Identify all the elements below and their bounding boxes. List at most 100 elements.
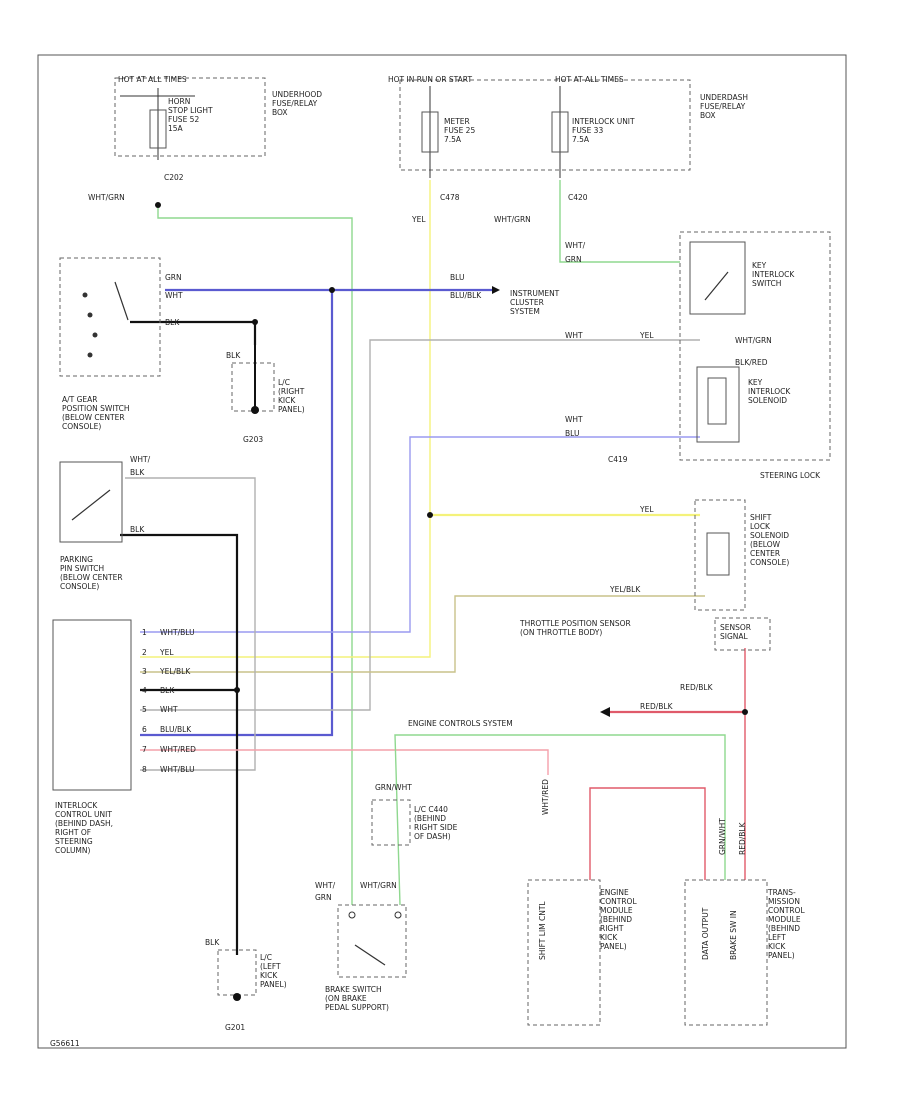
junction-dot	[329, 287, 335, 293]
ecm-pin-label: SHIFT LIM CNTL	[538, 901, 547, 960]
wire-green-engine-controls	[394, 734, 726, 906]
engine-controls-label: ENGINE CONTROLS SYSTEM	[408, 719, 513, 728]
arrow-red-icon	[600, 707, 610, 717]
pin-wire-label: BLU/BLK	[160, 725, 192, 734]
fuse-52-icon	[149, 109, 167, 149]
yel-blk-shift-label: YEL/BLK	[609, 585, 641, 594]
wire-pink-wht-red	[140, 749, 549, 775]
pin-number: 2	[142, 648, 147, 657]
pin-number: 6	[142, 725, 147, 734]
pin-number: 1	[142, 628, 147, 637]
ground-icon	[233, 993, 241, 1001]
steering-lock-label: STEERING LOCK	[760, 471, 821, 480]
c420-label: C420	[568, 193, 588, 202]
wire-green-key	[559, 180, 680, 263]
wire-wht-1-label: WHT/	[565, 241, 586, 250]
key-interlock-solenoid-icon	[696, 366, 740, 443]
wire-olive-yelblk	[140, 595, 705, 673]
blk-left-label: BLK	[205, 938, 220, 947]
fuse-25-icon	[421, 111, 439, 153]
junction-dot	[234, 687, 240, 693]
junction-dot	[427, 512, 433, 518]
fuse-33-icon	[551, 111, 569, 153]
wire-red-data-output	[589, 787, 706, 880]
wht-grn-label-2: WHT/GRN	[494, 215, 531, 224]
g201-label: G201	[225, 1023, 245, 1032]
wire-yellow-meter	[140, 180, 431, 658]
arrow-instrument-icon	[492, 286, 500, 294]
blk-red-label: BLK/RED	[735, 358, 768, 367]
red-blk-arrow-label: RED/BLK	[640, 702, 674, 711]
pin-wire-label: YEL	[159, 648, 174, 657]
pin-number: 8	[142, 765, 147, 774]
junction-dot	[252, 319, 258, 325]
wire-blue-interlock-6	[140, 290, 334, 737]
pin-number: 4	[142, 686, 147, 695]
wire-yel-2-label: YEL	[639, 331, 654, 340]
pin-number: 7	[142, 745, 147, 754]
wire-wht-2-label: WHT	[565, 331, 583, 340]
blk-park-label: BLK	[130, 525, 145, 534]
junction-dot	[742, 709, 748, 715]
c478-label: C478	[440, 193, 460, 202]
wire-gray-wht	[140, 339, 700, 711]
wire-blu-label: BLU	[450, 273, 464, 282]
underhood-fuse-box-2: HOT IN RUN OR START HOT AT ALL TIMES MET…	[388, 75, 748, 178]
wht-grn-key-label: WHT/GRN	[735, 336, 772, 345]
tcm-pin-label-1: DATA OUTPUT	[701, 907, 710, 960]
c202-label: C202	[164, 173, 184, 182]
red-blk-label: RED/BLK	[680, 683, 714, 692]
wire-grn-1-label: GRN	[565, 255, 582, 264]
wire-wht-3-label: WHT	[565, 415, 583, 424]
pin-wire-label: WHT/BLU	[160, 628, 195, 637]
figure-id-label: G56611	[50, 1039, 80, 1048]
blk-g203-label: BLK	[226, 351, 241, 360]
hot-in-run-label: HOT IN RUN OR START	[388, 75, 472, 84]
throttle-position-sensor: THROTTLE POSITION SENSOR(ON THROTTLE BOD…	[519, 617, 771, 711]
yel-shift-label: YEL	[639, 505, 654, 514]
key-interlock-switch-icon	[689, 241, 746, 315]
wht-blk-a-label: WHT/	[130, 455, 151, 464]
wht-grn-label-1: WHT/GRN	[88, 193, 125, 202]
ground-icon	[251, 406, 259, 414]
pin-wire-label: WHT/BLU	[160, 765, 195, 774]
wire-blue-solenoid	[140, 436, 700, 633]
pin-number: 3	[142, 667, 147, 676]
red-blk-tcm-label: RED/BLK	[738, 821, 747, 855]
wht-grn-brake-label: WHT/GRN	[360, 881, 397, 890]
tps-label: THROTTLE POSITION SENSOR(ON THROTTLE BOD…	[519, 619, 631, 637]
pin-wire-label: YEL/BLK	[159, 667, 191, 676]
pin-number: 5	[142, 705, 147, 714]
tps-connector-icon	[714, 617, 771, 651]
wire-blu-blk-label: BLU/BLK	[450, 291, 482, 300]
pin-wire-label: WHT	[160, 705, 178, 714]
tcm-pin-label-2: BRAKE SW IN	[729, 910, 738, 960]
c419-label: C419	[608, 455, 628, 464]
yel-label-1: YEL	[411, 215, 426, 224]
